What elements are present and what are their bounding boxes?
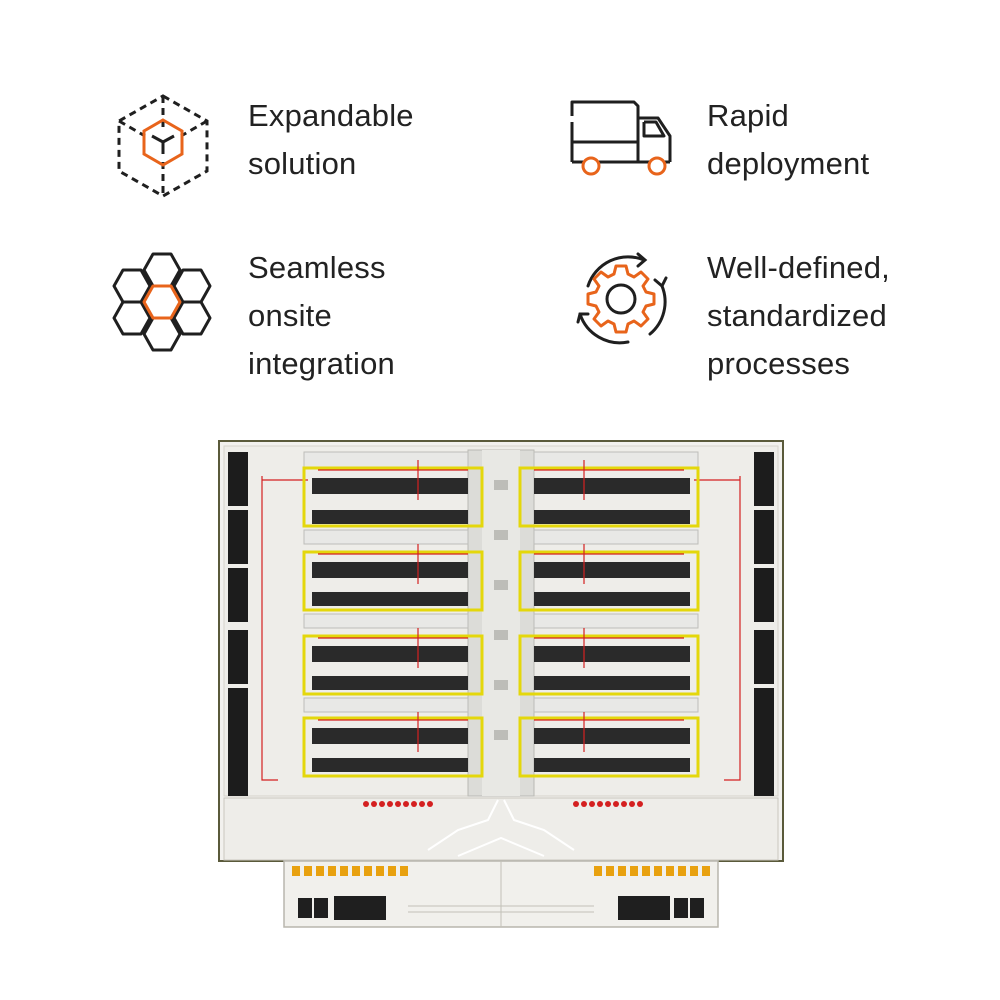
feature-label: Rapid deployment <box>707 92 869 188</box>
feature-label-line: Rapid <box>707 98 789 133</box>
honeycomb-icon <box>112 252 212 352</box>
feature-label: Expandable solution <box>248 92 414 188</box>
feature-label-line: solution <box>248 146 357 181</box>
right-cooling-units <box>754 452 774 796</box>
rack-rows-left <box>302 451 484 778</box>
feature-label-line: integration <box>248 346 395 381</box>
expandable-cube-icon <box>117 94 209 198</box>
feature-label-line: Well-defined, <box>707 250 890 285</box>
left-cooling-units <box>228 452 248 796</box>
feature-label-line: onsite <box>248 298 332 333</box>
feature-label-line: processes <box>707 346 851 381</box>
feature-label-line: standardized <box>707 298 887 333</box>
gear-cycle-icon <box>576 252 668 345</box>
datacenter-floorplan <box>218 440 784 928</box>
feature-label-line: deployment <box>707 146 870 181</box>
service-corridor <box>223 797 779 861</box>
feature-label-line: Seamless <box>248 250 386 285</box>
power-transformers <box>298 896 704 920</box>
rack-rows-right <box>518 451 700 778</box>
delivery-truck-icon <box>570 100 672 176</box>
feature-label-line: Expandable <box>248 98 414 133</box>
feature-label: Well-defined, standardized processes <box>707 244 890 388</box>
red-valves <box>363 801 643 807</box>
feature-label: Seamless onsite integration <box>248 244 395 388</box>
power-breakers <box>292 866 710 876</box>
